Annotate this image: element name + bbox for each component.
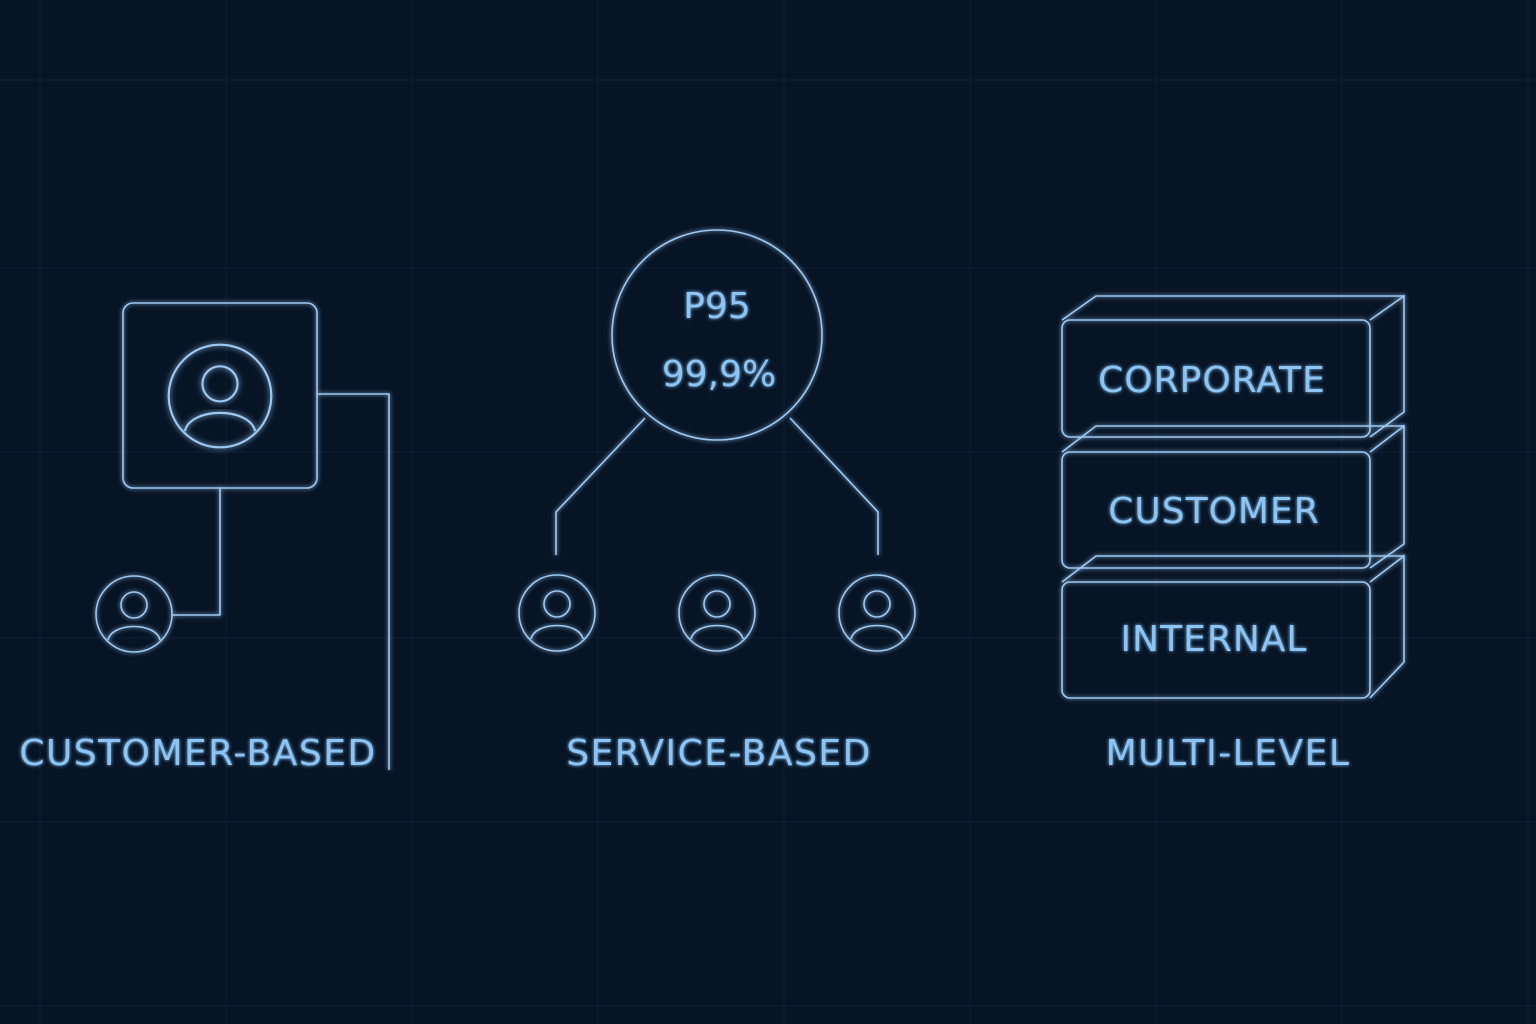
- customer-based-label: CUSTOMER-BASED: [19, 733, 376, 774]
- customer-frame: [122, 302, 318, 489]
- metric-bottom-label: 99,9%: [662, 354, 776, 395]
- service-metric-circle: [611, 229, 823, 441]
- user-icon: [96, 576, 172, 652]
- tier-block-internal: INTERNAL: [1061, 554, 1405, 699]
- multi-level-label: MULTI-LEVEL: [1106, 733, 1351, 774]
- user-icon: [679, 575, 755, 651]
- customer-connector: [172, 488, 221, 616]
- user-icon: [519, 575, 595, 651]
- tier-block-corporate: CORPORATE: [1061, 294, 1405, 438]
- tier-label-customer: CUSTOMER: [1108, 491, 1319, 532]
- service-based-label: SERVICE-BASED: [566, 733, 872, 774]
- user-icon: [839, 575, 915, 651]
- multi-level-panel: INTERNAL CUSTOMER CORPORATE MULTI-LEVEL: [1061, 294, 1405, 774]
- user-icon: [169, 345, 272, 448]
- service-based-panel: P95 99,9% SERVICE-BASED: [519, 229, 915, 774]
- customer-based-panel: CUSTOMER-BASED: [19, 302, 390, 774]
- service-connector: [555, 417, 646, 555]
- tier-label-corporate: CORPORATE: [1098, 360, 1326, 401]
- tier-block-customer: CUSTOMER: [1061, 424, 1405, 569]
- metric-top-label: P95: [683, 286, 751, 327]
- service-connector: [789, 417, 879, 555]
- customer-connector: [317, 393, 390, 770]
- tier-label-internal: INTERNAL: [1121, 619, 1308, 660]
